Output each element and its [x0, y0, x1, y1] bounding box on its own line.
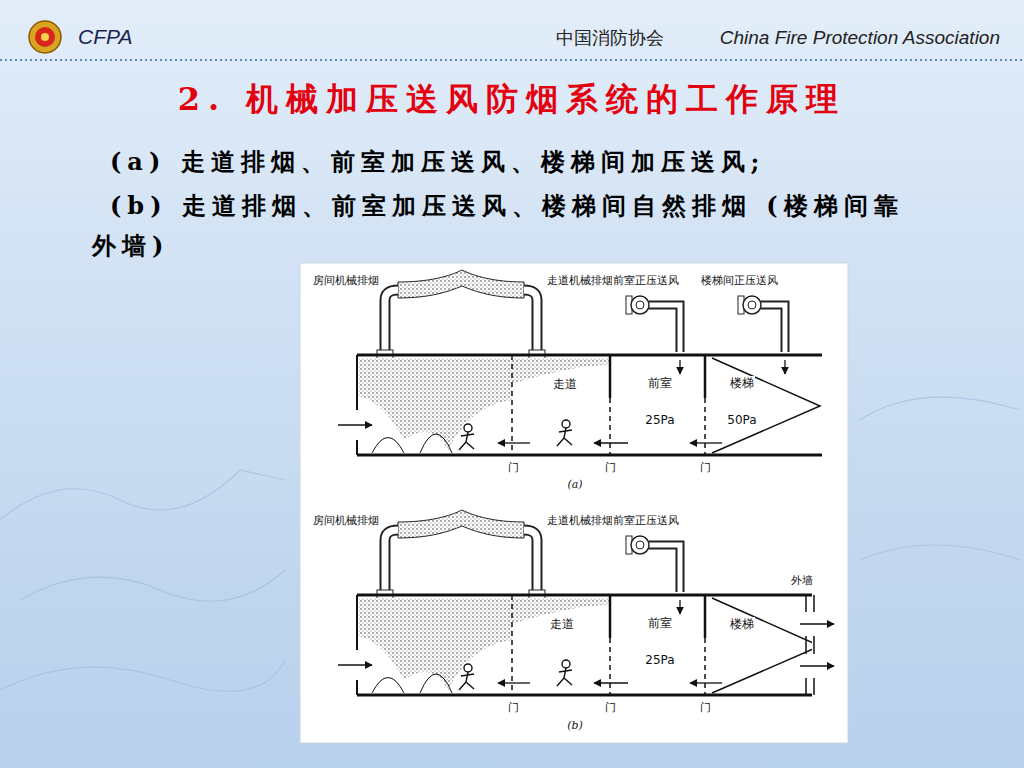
fan-hub [748, 301, 756, 309]
duct-outline [385, 290, 398, 352]
sketch-line [860, 397, 1020, 420]
component-label: 房间机械排烟 [312, 513, 380, 528]
person-figure [459, 424, 474, 450]
room-smoke [359, 358, 512, 450]
room-name: 走道 [552, 377, 578, 391]
sketch-line [0, 660, 285, 691]
figure-caption: (b) [567, 719, 583, 732]
person-body [459, 432, 474, 450]
case-description: (a) 走道排烟、前室加压送风、楼梯间加压送风; [110, 146, 765, 178]
door-label: 门 [699, 460, 712, 475]
airflow-arrow [498, 442, 530, 443]
door-label: 门 [604, 460, 617, 475]
pressure-value: 25Pa [644, 653, 675, 667]
supply-duct [649, 305, 680, 352]
outflow-arrow [800, 665, 834, 666]
person-figure [557, 420, 572, 446]
supply-duct [761, 305, 785, 352]
room-box: 走道 [544, 615, 580, 636]
supply-duct-inner [761, 305, 785, 352]
door-line [609, 398, 611, 455]
logo [29, 21, 61, 53]
logo-star [41, 33, 49, 41]
fan-hub [636, 301, 644, 309]
stair-supply-fan [738, 296, 785, 374]
door-label: 门 [604, 700, 617, 715]
airflow-arrow [338, 424, 372, 425]
component-label: 前室正压送风 [612, 513, 680, 528]
figure-caption: (a) [567, 478, 582, 491]
supply-fan [631, 296, 649, 314]
wall-pier [813, 595, 815, 612]
component-label: 走道机械排烟 [546, 513, 614, 528]
floor [357, 454, 822, 457]
person-head [562, 420, 570, 428]
component-label: 前室正压送风 [612, 273, 680, 288]
room-name: 楼梯 [729, 376, 755, 390]
door-label: 门 [699, 700, 712, 715]
org-name: 中国消防协会 [556, 26, 664, 50]
room-name: 走道 [549, 617, 575, 631]
duct-inner [524, 290, 537, 352]
airflow-arrow [690, 442, 722, 443]
wall-pier [805, 636, 807, 654]
org-abbrev: CFPA [78, 25, 132, 49]
room-box: 前室 25Pa [639, 374, 681, 432]
room-name: 楼梯 [729, 617, 755, 631]
sketch-line [860, 545, 1020, 560]
exhaust-smoke [398, 270, 524, 298]
component-label: 楼梯间正压送风 [700, 273, 779, 288]
sketch-line [20, 570, 285, 601]
room-box: 走道 [547, 375, 583, 396]
wall [704, 355, 707, 398]
building-section [338, 270, 822, 455]
wall-pier [805, 678, 807, 695]
supply-arrow [784, 360, 785, 374]
supply-fan [743, 296, 761, 314]
wall-gap [812, 590, 824, 698]
ceiling [357, 354, 822, 357]
door-line [511, 355, 513, 455]
door-label: 门 [507, 460, 520, 475]
figure-ground [300, 263, 848, 743]
room-box: 前室 25Pa [639, 614, 681, 672]
supply-duct-inner [649, 305, 680, 352]
person-head [464, 424, 472, 432]
person-body [557, 428, 572, 446]
external-wall [800, 590, 834, 698]
wall-pier [813, 636, 815, 654]
logo-core [35, 27, 55, 47]
wall-pier [813, 678, 815, 695]
component-label: 房间机械排烟 [312, 273, 380, 288]
outflow-arrow [800, 623, 834, 624]
duct-inner [385, 290, 398, 352]
airflow-arrow [594, 442, 628, 443]
case-description: (b) 走道排烟、前室加压送风、楼梯间自然排烟 (楼梯间靠外墙) [92, 186, 912, 266]
airflow-arc [420, 434, 452, 453]
wall [356, 355, 358, 410]
sketch-line [0, 470, 285, 520]
room-box: 楼梯 [724, 615, 760, 636]
wall [609, 355, 612, 398]
wall [356, 440, 358, 455]
org-name-en: China Fire Protection Association [720, 27, 1000, 49]
room-name: 前室 [647, 376, 673, 390]
pressure-value: 25Pa [644, 413, 675, 427]
duct-outline [524, 290, 537, 352]
component-label: 走道机械排烟 [546, 273, 614, 288]
stair-symbol [712, 358, 820, 453]
wall-pier [805, 595, 807, 612]
pressure-value: 50Pa [726, 413, 757, 427]
room-name: 前室 [647, 616, 673, 630]
airflow-arc [372, 438, 404, 454]
slide-title: 2. 机械加压送风防烟系统的工作原理 [178, 78, 847, 122]
supply-arrow [679, 360, 680, 374]
door-label: 门 [507, 700, 520, 715]
room-box: 楼梯 50Pa [721, 374, 763, 432]
building-section [338, 510, 822, 695]
header-rule [0, 59, 1024, 61]
logo-ring [29, 21, 61, 53]
wall-label: 外墙 [790, 573, 814, 588]
door-line [704, 398, 706, 455]
